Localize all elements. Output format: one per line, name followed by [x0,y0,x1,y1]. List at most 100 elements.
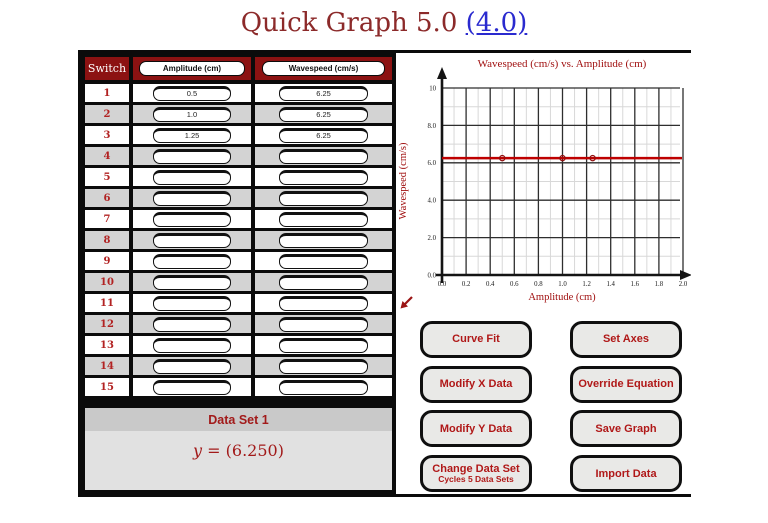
equation-area: y = (6.250) [85,431,392,490]
y-value-input[interactable] [278,337,369,353]
table-cell [133,273,251,291]
x-value-input[interactable] [153,379,231,395]
x-value-input[interactable]: 1.25 [153,127,231,143]
button-label: Override Equation [578,378,674,391]
table-row: 15 [85,378,392,396]
x-value-input[interactable] [153,232,231,248]
curve-fit-button[interactable]: Curve Fit [420,321,532,358]
row-switch[interactable]: 14 [85,357,129,375]
tick-label: 1.0 [558,281,567,288]
table-row: 7 [85,210,392,228]
table-cell [255,273,392,291]
row-switch[interactable]: 3 [85,126,129,144]
y-value-input[interactable] [278,379,369,395]
table-row: 6 [85,189,392,207]
table-row: 2 1.0 6.25 [85,105,392,123]
table-row: 3 1.25 6.25 [85,126,392,144]
set-axes-button[interactable]: Set Axes [570,321,682,358]
table-cell [255,210,392,228]
row-switch[interactable]: 15 [85,378,129,396]
table-cell [255,168,392,186]
table-cell [133,252,251,270]
y-column-label-input[interactable]: Wavespeed (cm/s) [262,61,385,76]
version-link[interactable]: (4.0) [465,8,528,38]
page-title-text: Quick Graph 5.0 [240,8,458,38]
row-switch[interactable]: 7 [85,210,129,228]
y-value-input[interactable] [278,295,369,311]
table-cell [133,357,251,375]
row-switch[interactable]: 12 [85,315,129,333]
table-rows: 1 0.5 6.25 2 1.0 6.25 3 1.25 6.25 4 5 6 7 8 9 10 11 12 13 1… [85,84,392,399]
table-cell [133,231,251,249]
table-cell [133,315,251,333]
save-graph-button[interactable]: Save Graph [570,410,682,448]
y-value-input[interactable]: 6.25 [278,127,369,143]
modify-x-data-button[interactable]: Modify X Data [420,365,532,403]
table-row: 5 [85,168,392,186]
x-value-input[interactable] [153,253,231,269]
table-row: 14 [85,357,392,375]
y-value-input[interactable] [278,232,369,248]
row-switch[interactable]: 9 [85,252,129,270]
tick-label: 0.8 [534,281,543,288]
x-value-input[interactable] [153,190,231,206]
row-switch[interactable]: 4 [85,147,129,165]
table-row: 1 0.5 6.25 [85,84,392,102]
y-value-input[interactable] [278,253,369,269]
table-cell [255,357,392,375]
table-cell [255,294,392,312]
table-row: 9 [85,252,392,270]
table-cell [255,231,392,249]
y-value-input[interactable] [278,274,369,290]
table-row: 4 [85,147,392,165]
table-cell: 6.25 [255,84,392,102]
y-value-input[interactable]: 6.25 [278,85,369,101]
x-column-label-input[interactable]: Amplitude (cm) [139,61,245,76]
table-cell [133,168,251,186]
override-equation-button[interactable]: Override Equation [570,365,682,403]
y-value-input[interactable]: 6.25 [278,106,369,122]
dataset-label: Data Set 1 [85,408,392,431]
y-value-input[interactable] [278,169,369,185]
y-value-input[interactable] [278,190,369,206]
table-cell: 1.25 [133,126,251,144]
x-value-input[interactable] [153,316,231,332]
y-column-header: Wavespeed (cm/s) [255,57,392,80]
row-switch[interactable]: 2 [85,105,129,123]
button-label: Set Axes [602,333,650,346]
table-cell [133,336,251,354]
tick-label: 2.0 [428,235,437,242]
modify-y-data-button[interactable]: Modify Y Data [420,410,532,448]
row-switch[interactable]: 6 [85,189,129,207]
table-row: 12 [85,315,392,333]
y-value-input[interactable] [278,148,369,164]
app-frame: Switch Amplitude (cm) Wavespeed (cm/s) 1… [78,50,692,497]
tick-label: 0.4 [486,281,495,288]
x-value-input[interactable] [153,274,231,290]
x-value-input[interactable] [153,169,231,185]
row-switch[interactable]: 1 [85,84,129,102]
x-value-input[interactable] [153,211,231,227]
x-value-input[interactable] [153,337,231,353]
y-value-input[interactable] [278,316,369,332]
row-switch[interactable]: 10 [85,273,129,291]
import-data-button[interactable]: Import Data [570,455,682,493]
x-value-input[interactable] [153,148,231,164]
tick-label: 1.6 [631,281,640,288]
x-value-input[interactable] [153,358,231,374]
tick-label: 6.0 [428,160,437,167]
table-row: 10 [85,273,392,291]
row-switch[interactable]: 8 [85,231,129,249]
button-label: Curve Fit [452,333,500,346]
x-value-input[interactable]: 0.5 [153,85,231,101]
table-cell [255,147,392,165]
row-switch[interactable]: 5 [85,168,129,186]
row-switch[interactable]: 11 [85,294,129,312]
x-value-input[interactable] [153,295,231,311]
y-value-input[interactable] [278,211,369,227]
x-value-input[interactable]: 1.0 [153,106,231,122]
row-switch[interactable]: 13 [85,336,129,354]
y-value-input[interactable] [278,358,369,374]
